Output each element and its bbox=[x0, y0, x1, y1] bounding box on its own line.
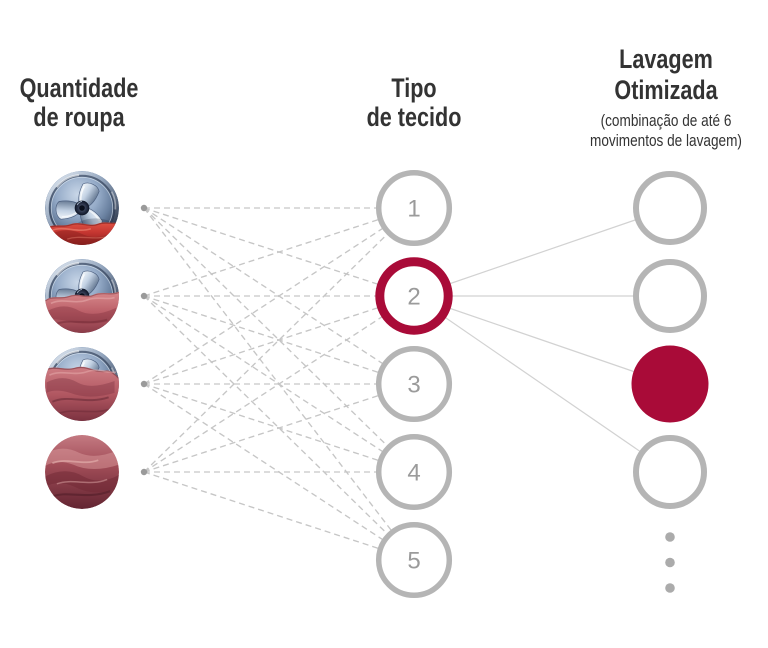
fabric-title-line1: Tipo bbox=[391, 73, 437, 103]
fabric-node-1 bbox=[375, 169, 453, 247]
wash-column-title: Lavagem Otimizada (combinação de até 6 m… bbox=[578, 44, 754, 151]
laundry-items bbox=[45, 171, 120, 509]
laundry-title-line2: de roupa bbox=[33, 102, 125, 132]
wash-nodes bbox=[631, 171, 709, 593]
fabric-node-2-label: 2 bbox=[407, 284, 420, 311]
washer-drum-large-load-photo bbox=[45, 347, 120, 422]
wash-node-1 bbox=[633, 171, 707, 245]
wash-node-4 bbox=[633, 435, 707, 509]
fabric-node-1-label: 1 bbox=[407, 196, 420, 223]
wash-node-3-filled bbox=[631, 345, 709, 423]
more-nodes-ellipsis-icon bbox=[665, 532, 675, 593]
fabric-node-4 bbox=[375, 433, 453, 511]
fabric-node-5 bbox=[375, 521, 453, 599]
fabric-node-5-label: 5 bbox=[407, 548, 420, 575]
washer-drum-medium-load-photo bbox=[45, 259, 120, 334]
wash-subtitle-line2: movimentos de lavagem) bbox=[590, 131, 742, 150]
laundry-title-line1: Quantidade bbox=[19, 73, 139, 103]
wash-title-line2: Otimizada bbox=[614, 75, 718, 105]
fabric-node-4-label: 4 bbox=[407, 460, 420, 487]
fabric-column-title: Tipo de tecido bbox=[342, 74, 486, 132]
fabric-to-wash-links bbox=[413, 207, 671, 473]
wash-subtitle-line1: (combinação de até 6 bbox=[600, 111, 732, 130]
fabric-node-2-selected bbox=[375, 257, 453, 335]
wash-column-subtitle: (combinação de até 6 movimentos de lavag… bbox=[578, 111, 754, 151]
washer-drum-full-load-photo bbox=[45, 435, 119, 509]
fabric-nodes: 1 2 3 4 5 bbox=[375, 169, 453, 599]
fabric-node-3 bbox=[375, 345, 453, 423]
washer-drum-small-load-photo bbox=[45, 171, 120, 246]
fabric-title-line2: de tecido bbox=[366, 102, 462, 132]
laundry-column-title: Quantidade de roupa bbox=[16, 74, 142, 132]
wash-title-line1: Lavagem bbox=[619, 44, 713, 74]
fabric-node-3-label: 3 bbox=[407, 372, 420, 399]
laundry-connector-dots bbox=[140, 204, 148, 476]
laundry-to-fabric-links bbox=[143, 207, 415, 561]
wash-node-2 bbox=[633, 259, 707, 333]
